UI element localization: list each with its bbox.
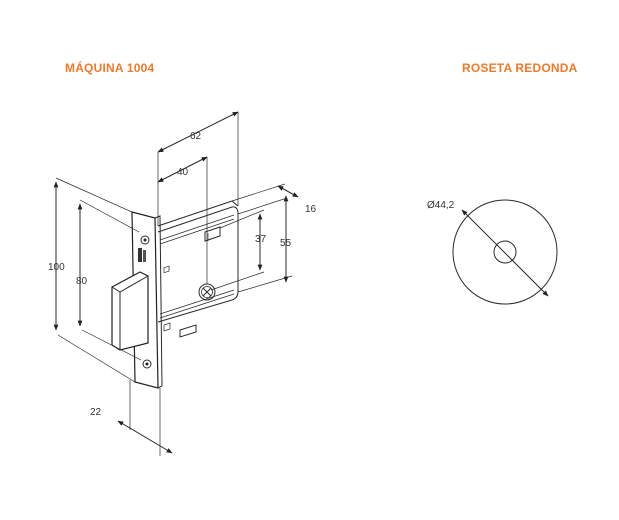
screw-hole-top xyxy=(140,235,150,245)
dim-37: 37 xyxy=(255,234,267,245)
round-rosette-drawing: Ø44,2 xyxy=(427,199,558,305)
dim-22: 22 xyxy=(90,407,102,418)
dim-40: 40 xyxy=(177,167,189,178)
lock-case-outline xyxy=(157,206,239,323)
follower-hub xyxy=(198,283,216,301)
rosette-diameter-label: Ø44,2 xyxy=(427,200,455,211)
rosette-diameter-line xyxy=(461,209,549,297)
rosette-center-hole xyxy=(493,240,517,264)
dim-55: 55 xyxy=(280,238,292,249)
round-rosette-title: ROSETA REDONDA xyxy=(462,61,578,75)
dim-line-40 xyxy=(157,156,208,183)
brand-marking xyxy=(138,248,146,262)
dim-80: 80 xyxy=(76,276,88,287)
lower-tab xyxy=(179,324,197,338)
dim-100: 100 xyxy=(48,262,65,273)
latch-spring-block xyxy=(204,226,221,242)
latch-bolt xyxy=(111,271,149,351)
dim-line-62 xyxy=(157,111,239,153)
dim-line-22 xyxy=(117,420,173,454)
rosette-outer-circle xyxy=(452,199,558,305)
lock-machine-drawing: 62 40 16 37 55 100 80 22 xyxy=(48,111,317,456)
dim-62: 62 xyxy=(190,131,202,142)
lock-machine-title: MÁQUINA 1004 xyxy=(65,61,155,75)
screw-hole-bottom xyxy=(142,359,152,369)
dim-16: 16 xyxy=(305,204,317,215)
dim-line-16 xyxy=(277,185,299,198)
